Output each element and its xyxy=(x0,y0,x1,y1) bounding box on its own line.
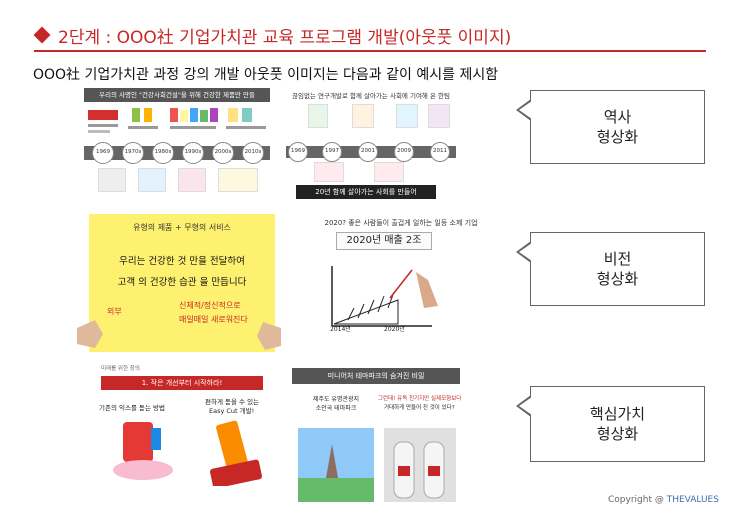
hand-illustration xyxy=(257,322,281,350)
year-marker: 2000s xyxy=(212,142,234,164)
slide-title: 2단계 : OOO社 기업가치관 교육 프로그램 개발(아웃풋 이미지) xyxy=(58,28,512,48)
year-marker: 2009 xyxy=(394,142,414,162)
product-illustration xyxy=(210,420,262,486)
vision-slide: 2020? 좋은 사람들이 출겁게 일하는 일등 소제 기업 2020년 매출 … xyxy=(316,214,486,354)
year-marker: 2010s xyxy=(242,142,264,164)
callout-line: 핵심가치 xyxy=(589,405,646,423)
values-line-3: 고객 의 건강한 습관 을 만듭니다 xyxy=(117,277,247,288)
history-photo xyxy=(98,168,126,192)
product-thumb xyxy=(86,106,122,136)
values-slide: 유형의 제품 + 무형의 서비스 우리는 건강한 것 만을 전달하여 고객 의 … xyxy=(77,214,281,352)
core-left-red-header: 1. 작은 개선부터 시작하라! xyxy=(101,376,263,390)
core-right-header: 미니어처 테마파크의 숨겨진 비밀 xyxy=(292,368,460,384)
callout-core-values-text: 핵심가치 형상화 xyxy=(531,404,704,444)
callout-history: 역사 형상화 xyxy=(516,90,705,164)
callout-line: 형상화 xyxy=(596,270,639,288)
core-left-label: 기존의 익스를 돋는 방법 xyxy=(99,404,165,412)
year-marker: 1997 xyxy=(322,142,342,162)
history-photo xyxy=(428,104,450,128)
history-timeline: 1969 1970s 1980s 1990s 2000s 2010s xyxy=(84,142,270,164)
year-marker: 2001 xyxy=(358,142,378,162)
history-panel-right: 끊임없는 연구개발로 함께 살아가는 사회에 기여해 온 한팀 1969 199… xyxy=(286,88,456,200)
history-photo xyxy=(352,104,374,128)
theme-park-photo xyxy=(298,428,374,502)
history-timeline: 1969 1997 2001 2009 2011 xyxy=(286,142,456,162)
core-right-left-label-2: 소인국 테마파크 xyxy=(315,405,357,412)
values-line-2: 우리는 건강한 것 만을 전달하여 xyxy=(119,256,245,267)
core-value-slide-right: 미니어처 테마파크의 숨겨진 비밀 제주도 유명관광지 소인국 테마파크 그런데… xyxy=(292,368,462,508)
copyright-footer: Copyright @ THEVALUES xyxy=(608,495,719,505)
callout-line: 형상화 xyxy=(596,128,639,146)
history-right-header: 끊임없는 연구개발로 함께 살아가는 사회에 기여해 온 한팀 xyxy=(292,92,450,100)
copyright-text: Copyright @ xyxy=(608,495,664,505)
core-right-label-2: Easy Cut 개발! xyxy=(209,407,255,415)
history-photo xyxy=(374,162,404,182)
core-value-slide-left: 미래를 위한 창의 1. 작은 개선부터 시작하라! 기존의 익스를 돋는 방법… xyxy=(87,364,277,506)
callout-core-values: 핵심가치 형상화 xyxy=(516,386,705,462)
vision-target-box: 2020년 매출 2조 xyxy=(336,232,432,250)
history-photo xyxy=(218,168,258,192)
yogurt-building-photo xyxy=(384,428,456,502)
diamond-bullet-icon xyxy=(33,26,51,44)
year-marker: 1969 xyxy=(92,142,114,164)
hand-illustration xyxy=(77,320,103,348)
growth-chart-illustration xyxy=(331,266,432,327)
core-right-right-label-2: 거대하게 만들어 진 것이 있다? xyxy=(384,405,455,411)
product-illustration xyxy=(113,422,173,480)
product-thumb xyxy=(168,106,220,136)
year-marker: 1980s xyxy=(152,142,174,164)
values-line-5: 신체적/정신적으로 xyxy=(179,301,241,310)
slide-title-bar: 2단계 : OOO社 기업가치관 교육 프로그램 개발(아웃풋 이미지) xyxy=(33,22,706,50)
values-line-1: 유형의 제품 + 무형의 서비스 xyxy=(133,223,231,232)
vision-caption: 2020? 좋은 사람들이 출겁게 일하는 일등 소제 기업 xyxy=(324,219,478,227)
slide-subtitle: OOO社 기업가치관 과정 강의 개발 아웃풋 이미지는 다음과 같이 예시를 … xyxy=(33,67,499,83)
vision-year-start: 2014년 xyxy=(330,326,351,333)
history-photo xyxy=(178,168,206,192)
callout-line: 역사 xyxy=(603,108,632,126)
callout-vision-text: 비전 형상화 xyxy=(531,249,704,289)
year-marker: 1990s xyxy=(182,142,204,164)
values-line-4: 외부 xyxy=(107,307,122,316)
callout-line: 형상화 xyxy=(596,425,639,443)
vision-year-end: 2020년 xyxy=(384,326,405,333)
core-right-right-label-1: 그런데! 유독 친기지만 실제모형보다 xyxy=(378,396,462,402)
core-left-small: 미래를 위한 창의 xyxy=(101,366,140,372)
callout-vision: 비전 형상화 xyxy=(516,232,705,306)
hand-illustration xyxy=(416,272,438,308)
year-marker: 1969 xyxy=(288,142,308,162)
product-thumb xyxy=(224,106,268,136)
product-thumb xyxy=(126,106,162,136)
history-photo xyxy=(396,104,418,128)
title-divider xyxy=(34,50,706,52)
values-line-6: 매일매일 새로워진다 xyxy=(179,315,248,324)
core-right-label-1: 편하게 돋을 수 있는 xyxy=(205,398,260,406)
history-banner: 20년 함께 살아가는 사회를 만들어 xyxy=(296,185,436,199)
year-marker: 2011 xyxy=(430,142,450,162)
history-panel-left: 우리의 사명인 "건강사회건설"을 위해 건강한 제품만 만들 1969 197… xyxy=(84,88,270,200)
year-marker: 1970s xyxy=(122,142,144,164)
core-right-left-label-1: 제주도 유명관광지 xyxy=(312,396,360,403)
callout-history-text: 역사 형상화 xyxy=(531,107,704,147)
history-photo xyxy=(314,162,344,182)
history-photo xyxy=(308,104,328,128)
callout-line: 비전 xyxy=(603,250,632,268)
history-photo xyxy=(138,168,166,192)
history-left-header: 우리의 사명인 "건강사회건설"을 위해 건강한 제품만 만들 xyxy=(84,88,270,102)
brand-name: THEVALUES xyxy=(666,495,719,505)
